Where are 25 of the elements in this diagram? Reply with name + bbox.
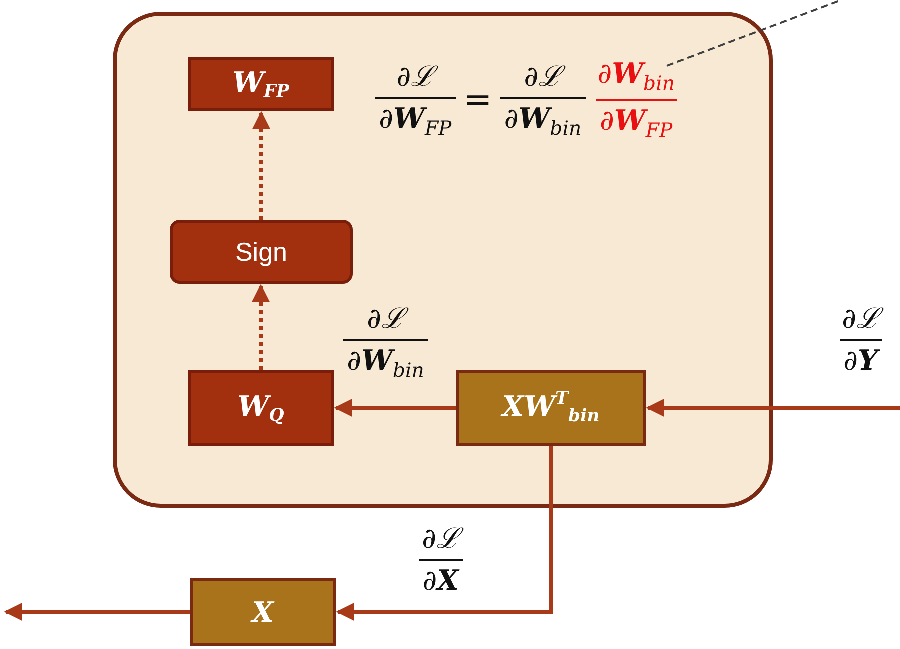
weight-box: W$_{FP}$ <box>188 57 334 111</box>
arrow <box>334 399 456 417</box>
fraction-numerator: ∂ℒ <box>520 60 566 97</box>
matrix-box: X <box>190 578 336 646</box>
sign-function-box: Sign <box>170 220 353 284</box>
group-frame <box>113 12 773 508</box>
fraction-denominator: ∂X <box>418 559 463 598</box>
fraction-numerator: ∂ℒ <box>362 303 408 340</box>
equals-sign: = <box>464 80 492 120</box>
arrow <box>252 111 270 220</box>
fraction-numerator: ∂W$_{bin}$ <box>596 58 676 97</box>
fraction-denominator: ∂Y <box>840 339 882 378</box>
arrow <box>336 446 553 621</box>
fraction-denominator: ∂W$_{FP}$ <box>375 96 456 140</box>
arrow <box>646 399 900 417</box>
fraction-numerator: ∂ℒ <box>838 303 884 340</box>
arrow <box>252 284 270 370</box>
fraction-numerator: ∂ℒ <box>418 523 464 560</box>
weight-box: W$_{Q}$ <box>188 370 334 446</box>
arrow <box>4 603 190 621</box>
fraction-denominator: ∂W$_{bin}$ <box>500 96 586 140</box>
leader-line <box>666 0 842 67</box>
fraction-numerator: ∂ℒ <box>392 60 438 97</box>
fraction-denominator: ∂W$_{bin}$ <box>343 339 428 383</box>
fraction-denominator: ∂W$_{FP}$ <box>596 99 677 143</box>
